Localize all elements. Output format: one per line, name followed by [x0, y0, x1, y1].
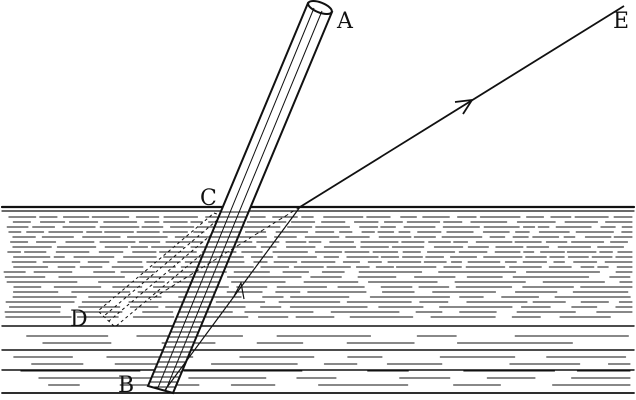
ray-in-air [299, 5, 625, 208]
light-ray [149, 5, 625, 391]
water-hatching [3, 216, 633, 386]
water-body [0, 205, 636, 394]
label-c: C [200, 186, 217, 211]
stick-top-end [307, 0, 333, 15]
arrowhead-air [454, 98, 474, 115]
label-e: E [613, 9, 629, 34]
arrowhead-water [232, 281, 245, 300]
label-d: D [70, 307, 88, 332]
ray-in-water [164, 206, 301, 391]
stick [146, 0, 334, 395]
label-b: B [118, 373, 134, 398]
label-a: A [336, 9, 354, 34]
apparent-ray-extension [149, 206, 301, 301]
